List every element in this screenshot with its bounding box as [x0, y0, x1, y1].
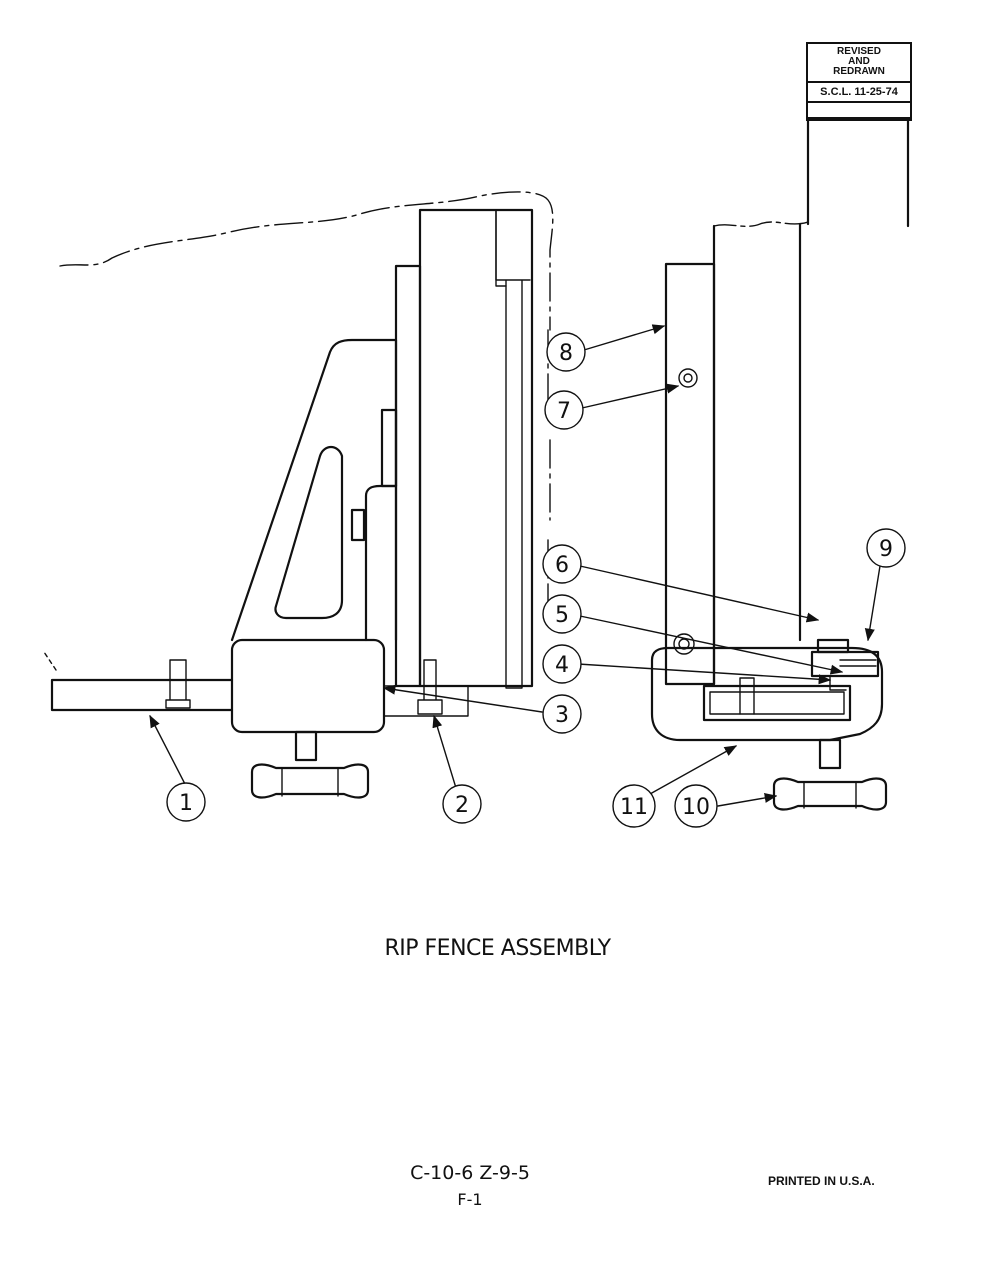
callout-11: 11 [612, 784, 656, 828]
fence-bracket-left [230, 208, 534, 689]
clamp-block-left [230, 638, 386, 734]
callout-5: 5 [542, 594, 582, 634]
break-line-right [713, 221, 809, 227]
revision-block: REVISED AND REDRAWN S.C.L. 11-25-74 [806, 42, 912, 121]
callout-4-label: 4 [555, 653, 569, 678]
callout-3: 3 [542, 694, 582, 734]
callout-5-label: 5 [555, 603, 569, 628]
printed-note: PRINTED IN U.S.A. [768, 1174, 875, 1188]
callout-10-label: 10 [682, 795, 710, 820]
clamp-body-right [650, 638, 884, 742]
revision-stamp: S.C.L. 11-25-74 [808, 83, 910, 103]
callout-2: 2 [442, 784, 482, 824]
callout-6-label: 6 [555, 553, 569, 578]
drawing-title: RIP FENCE ASSEMBLY [384, 936, 611, 961]
screw-left [417, 659, 443, 715]
callout-10: 10 [674, 784, 718, 828]
sheet-id: F-1 [457, 1190, 483, 1209]
callout-2-label: 2 [455, 793, 469, 818]
callout-4: 4 [542, 644, 582, 684]
callout-7: 7 [544, 390, 584, 430]
lock-knob-right [772, 738, 888, 811]
fence-rail [43, 651, 234, 712]
fence-right [664, 110, 910, 686]
revision-header: REVISED AND REDRAWN [808, 44, 910, 83]
callout-3-label: 3 [555, 703, 569, 728]
callout-8: 8 [546, 332, 586, 372]
leader-lines [149, 324, 881, 807]
callout-1-label: 1 [179, 791, 193, 816]
callout-6: 6 [542, 544, 582, 584]
callout-11-label: 11 [620, 795, 648, 820]
callout-9-label: 9 [879, 537, 893, 562]
break-line [59, 191, 554, 621]
callout-7-label: 7 [557, 399, 571, 424]
callout-9: 9 [866, 528, 906, 568]
revision-blank-row [808, 103, 910, 119]
document-number: C-10-6 Z-9-5 [410, 1162, 530, 1184]
callout-1: 1 [166, 782, 206, 822]
lock-knob-left [250, 730, 370, 799]
callout-8-label: 8 [559, 341, 573, 366]
